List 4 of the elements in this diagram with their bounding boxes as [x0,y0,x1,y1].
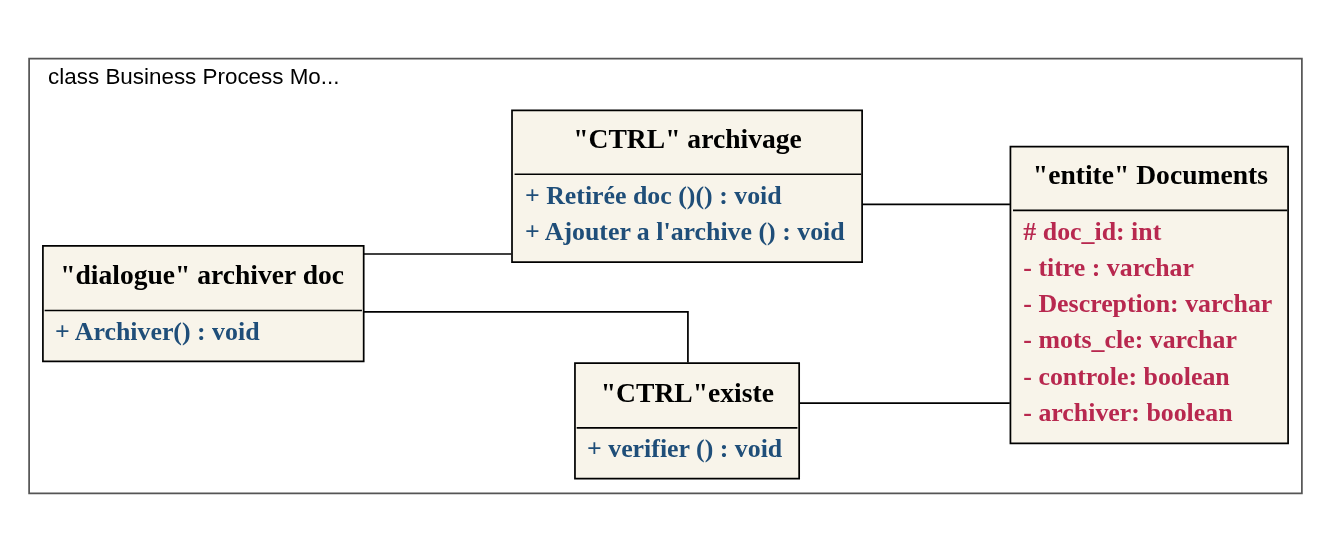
connector [362,252,513,255]
connector [363,310,689,363]
connector [798,401,1011,404]
connector [861,203,1011,205]
